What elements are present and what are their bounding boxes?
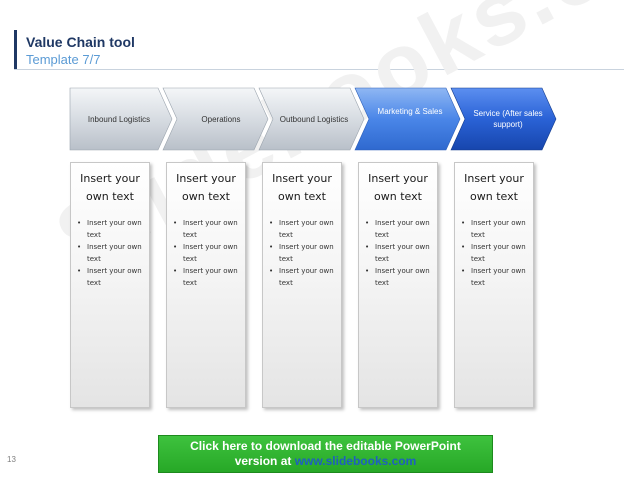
download-cta-button[interactable]: Click here to download the editable Powe…	[158, 435, 493, 473]
page-subtitle: Template 7/7	[26, 52, 101, 67]
cta-line-1: Click here to download the editable Powe…	[190, 439, 461, 453]
card-bullet: •Insert your own text	[461, 219, 526, 239]
chevron-service	[450, 87, 557, 151]
card-bullet: •Insert your own text	[269, 267, 334, 287]
card-bullet: •Insert your own text	[365, 243, 430, 263]
activity-card-service[interactable]: Insert your own text •Insert your own te…	[454, 162, 534, 408]
card-bullet: •Insert your own text	[77, 267, 142, 287]
card-heading: Insert your own text	[368, 172, 428, 203]
header-divider	[14, 69, 624, 70]
chevron-inbound-logistics	[69, 87, 173, 151]
stage-label-operations: Operations	[201, 114, 241, 124]
card-bullet: •Insert your own text	[461, 267, 526, 287]
chevron-operations	[162, 87, 269, 151]
card-bullet: •Insert your own text	[269, 243, 334, 263]
card-bullet: •Insert your own text	[269, 219, 334, 239]
card-bullet: •Insert your own text	[365, 267, 430, 287]
activity-card-inbound-logistics[interactable]: Insert your own text •Insert your own te…	[70, 162, 150, 408]
card-heading: Insert your own text	[176, 172, 236, 203]
page-title: Value Chain tool	[26, 34, 135, 50]
stage-label-inbound-logistics: Inbound Logistics	[87, 114, 151, 124]
card-heading: Insert your own text	[464, 172, 524, 203]
stage-label-outbound-logistics: Outbound Logistics	[279, 114, 349, 124]
page-number: 13	[7, 455, 16, 464]
card-bullet: •Insert your own text	[77, 243, 142, 263]
card-heading: Insert your own text	[80, 172, 140, 203]
card-bullet: •Insert your own text	[461, 243, 526, 263]
cta-link[interactable]: www.slidebooks.com	[294, 454, 417, 468]
chevron-marketing-sales	[354, 87, 461, 151]
stage-label-service: Service (After sales support)	[473, 109, 543, 129]
card-heading: Insert your own text	[272, 172, 332, 203]
stage-label-marketing-sales: Marketing & Sales	[377, 106, 443, 116]
chevron-outbound-logistics	[258, 87, 365, 151]
activity-card-outbound-logistics[interactable]: Insert your own text •Insert your own te…	[262, 162, 342, 408]
card-bullet: •Insert your own text	[173, 219, 238, 239]
card-bullet: •Insert your own text	[173, 267, 238, 287]
card-bullet: •Insert your own text	[173, 243, 238, 263]
card-bullet: •Insert your own text	[365, 219, 430, 239]
title-accent-bar	[14, 30, 17, 70]
activity-card-marketing-sales[interactable]: Insert your own text •Insert your own te…	[358, 162, 438, 408]
cta-line-2: version at www.slidebooks.com	[234, 454, 417, 468]
card-bullet: •Insert your own text	[77, 219, 142, 239]
activity-card-operations[interactable]: Insert your own text •Insert your own te…	[166, 162, 246, 408]
